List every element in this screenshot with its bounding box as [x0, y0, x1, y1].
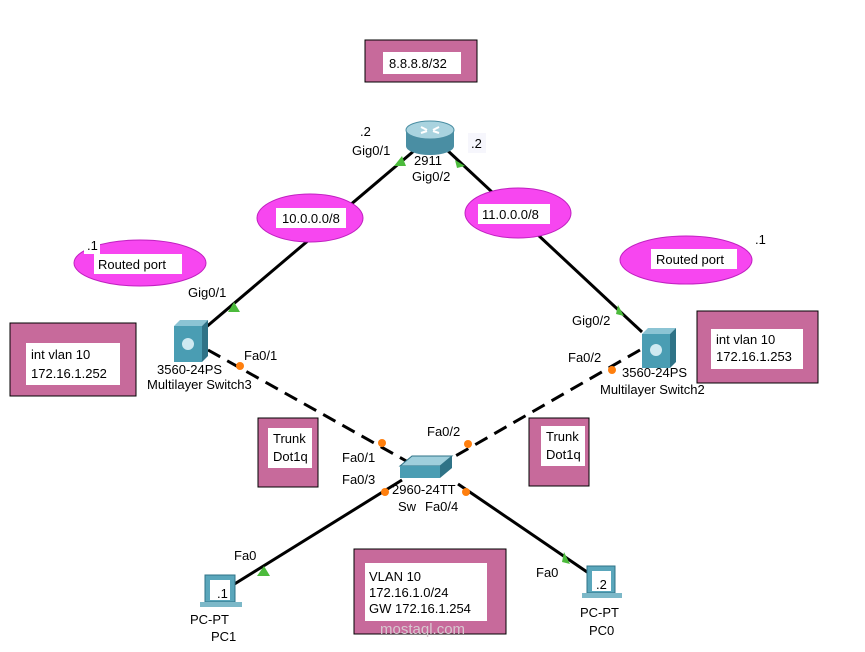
port-label: Fa0/3 [342, 472, 375, 487]
note-text: VLAN 10 [369, 569, 421, 584]
port-label: Gig0/1 [188, 285, 226, 300]
note-text: GW 172.16.1.254 [369, 601, 471, 616]
note-text: Dot1q [546, 447, 581, 462]
pc0[interactable]: .2 PC-PT PC0 [580, 565, 622, 638]
port-label: Fa0/2 [568, 350, 601, 365]
device-model: 3560-24PS [622, 365, 687, 380]
note-text: 172.16.1.0/24 [369, 585, 449, 600]
note-text: Trunk [273, 431, 306, 446]
note-text: int vlan 10 [31, 347, 90, 362]
switch-icon [400, 466, 440, 478]
port-label: Fa0/2 [427, 424, 460, 439]
port-label: Gig0/1 [352, 143, 390, 158]
host-label: .2 [360, 124, 371, 139]
router-2911[interactable]: 2911 [405, 120, 455, 168]
link-up-marker [394, 156, 406, 166]
port-label: Fa0 [234, 548, 256, 563]
multilayer-switch3[interactable]: 3560-24PS Multilayer Switch3 [147, 320, 252, 392]
note-right-svi[interactable]: int vlan 10 172.16.1.253 [696, 310, 819, 384]
link-switch-pc0[interactable] [457, 482, 591, 576]
port-label: Fa0 [536, 565, 558, 580]
multilayer-switch2[interactable]: 3560-24PS Multilayer Switch2 [600, 328, 705, 397]
host-label: .1 [217, 586, 228, 601]
device-model: 2960-24TT [392, 482, 456, 497]
device-model: PC-PT [190, 612, 229, 627]
network-ellipse-right[interactable]: 11.0.0.0/8 [464, 187, 572, 239]
link-up-marker [616, 305, 624, 316]
link-router-mls2[interactable] [445, 148, 644, 334]
port-label: Fa0/4 [425, 499, 458, 514]
link-mls3-switch[interactable] [207, 348, 409, 464]
host-label: .1 [755, 232, 766, 247]
note-text: 8.8.8.8/32 [389, 56, 447, 71]
port-marker [462, 488, 470, 496]
port-label: Gig0/2 [572, 313, 610, 328]
port-marker [464, 440, 472, 448]
link-up-marker [455, 160, 465, 168]
port-marker [378, 439, 386, 447]
network-label: 11.0.0.0/8 [482, 207, 539, 222]
device-name: Multilayer Switch3 [147, 377, 252, 392]
port-label: Fa0/1 [342, 450, 375, 465]
port-marker [236, 362, 244, 370]
note-text: 172.16.1.252 [31, 366, 107, 381]
port-marker [608, 366, 616, 374]
routed-port-ellipse-right[interactable]: Routed port [619, 235, 753, 285]
note-text: Dot1q [273, 449, 308, 464]
note-text: int vlan 10 [716, 332, 775, 347]
link-switch-pc1[interactable] [227, 478, 403, 590]
note-trunk-right[interactable]: Trunk Dot1q [528, 417, 590, 487]
device-name: Multilayer Switch2 [600, 382, 705, 397]
routed-port-ellipse-left[interactable]: Routed port [73, 239, 207, 287]
link-mls2-switch[interactable] [444, 348, 641, 464]
note-left-svi[interactable]: int vlan 10 172.16.1.252 [9, 322, 137, 397]
device-name: PC0 [589, 623, 614, 638]
link-up-marker [562, 552, 570, 564]
link-up-marker [228, 302, 240, 312]
host-label: .2 [471, 136, 482, 151]
multilayer-switch-icon [182, 338, 194, 350]
network-ellipse-left[interactable]: 10.0.0.0/8 [256, 193, 364, 243]
routed-port-label: Routed port [656, 252, 724, 267]
multilayer-switch-icon [650, 344, 662, 356]
device-name: PC1 [211, 629, 236, 644]
host-label: .1 [87, 238, 98, 253]
device-name: Sw [398, 499, 417, 514]
network-label: 10.0.0.0/8 [282, 211, 340, 226]
device-model: 2911 [414, 153, 442, 168]
note-text: Trunk [546, 429, 579, 444]
host-label: .2 [596, 577, 607, 592]
note-vlan-info[interactable]: VLAN 10 172.16.1.0/24 GW 172.16.1.254 mo… [353, 548, 507, 638]
link-up-marker [257, 566, 270, 576]
switch-2960[interactable]: 2960-24TT Sw [392, 455, 456, 514]
device-model: PC-PT [580, 605, 619, 620]
watermark: mostaql.com [380, 621, 465, 638]
pc1[interactable]: .1 PC-PT PC1 [190, 574, 242, 644]
device-model: 3560-24PS [157, 362, 222, 377]
note-text: 172.16.1.253 [716, 349, 792, 364]
port-label: Fa0/1 [244, 348, 277, 363]
port-marker [381, 488, 389, 496]
note-loopback[interactable]: 8.8.8.8/32 [364, 39, 478, 83]
routed-port-label: Routed port [98, 257, 166, 272]
port-label: Gig0/2 [412, 169, 450, 184]
note-trunk-left[interactable]: Trunk Dot1q [257, 417, 319, 488]
